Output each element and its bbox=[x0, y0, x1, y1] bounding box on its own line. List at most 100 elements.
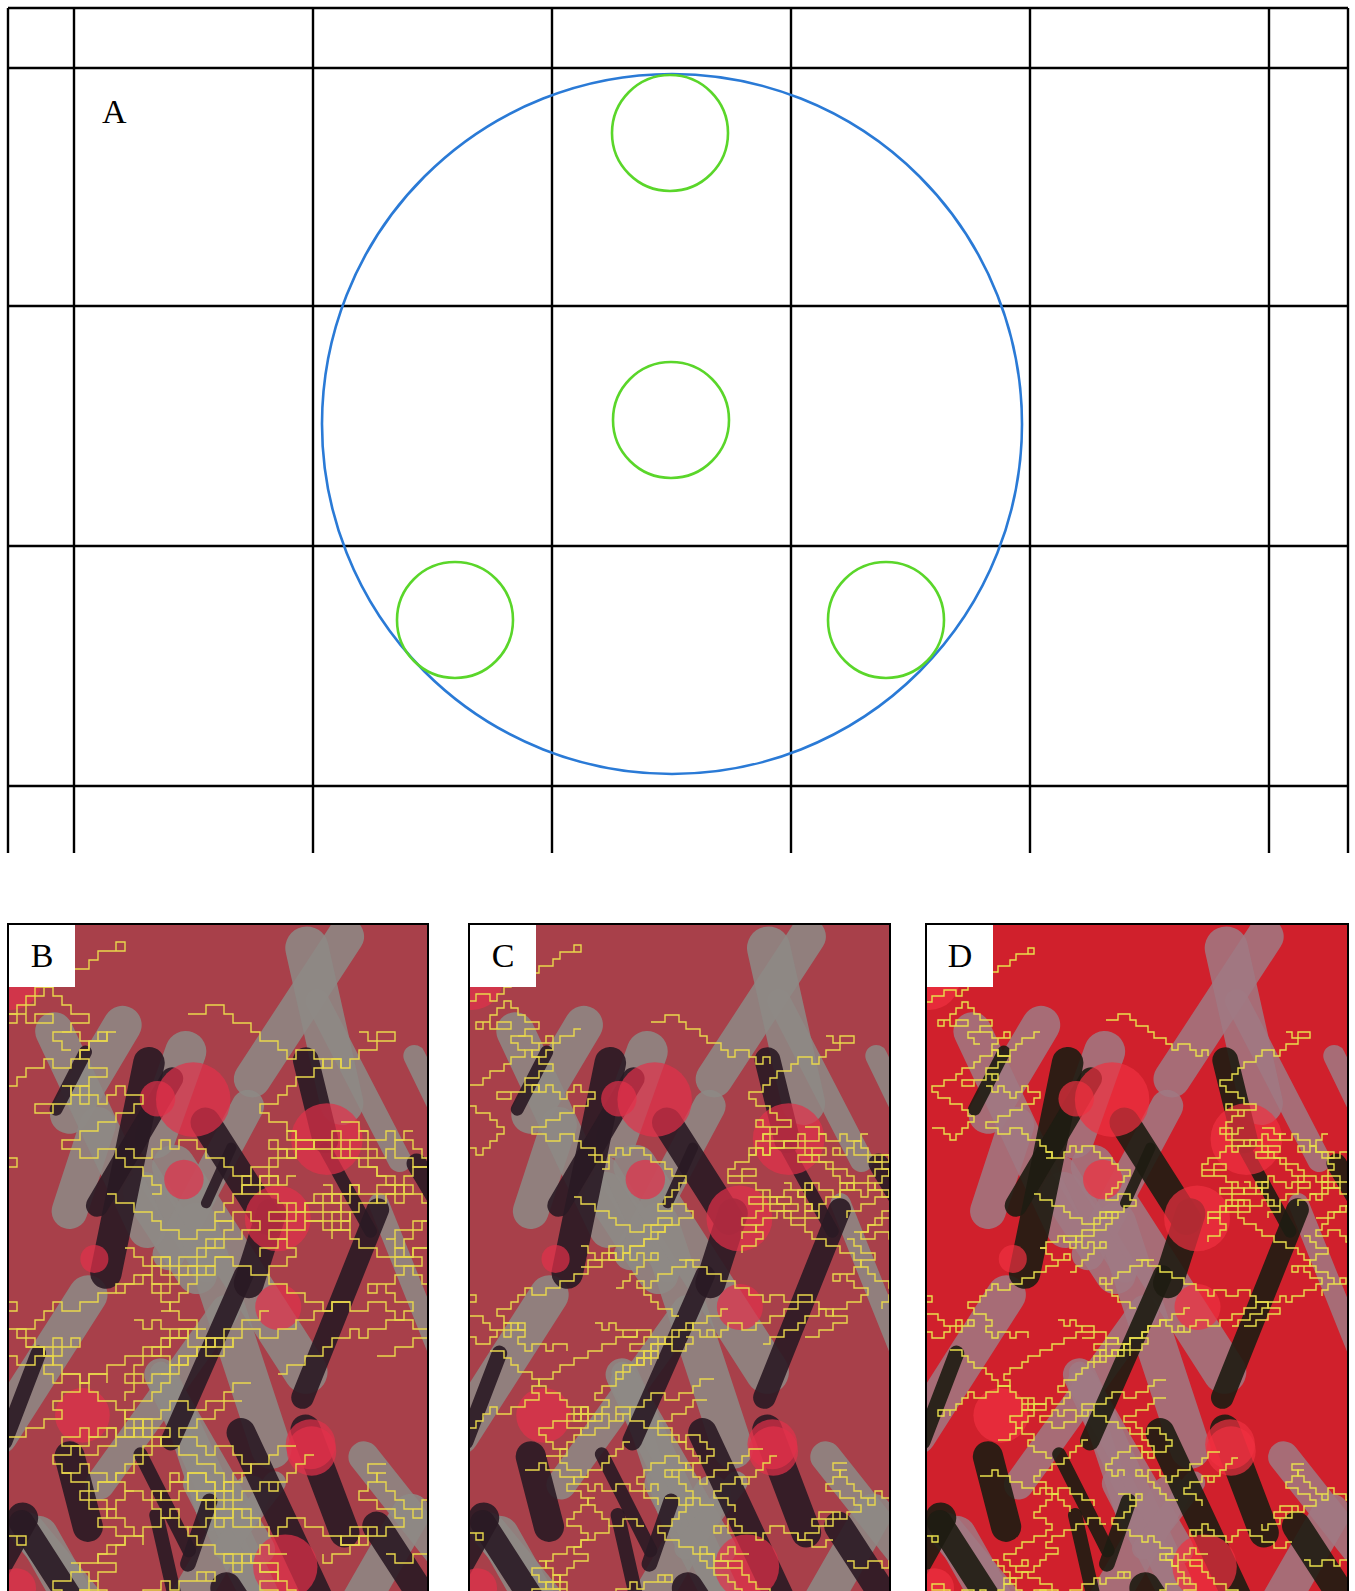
plot-circle bbox=[322, 74, 1022, 774]
segment-boundary bbox=[1304, 1560, 1348, 1591]
image-ground bbox=[469, 924, 890, 1591]
segment-boundary bbox=[260, 1032, 395, 1185]
segment-boundary bbox=[215, 1509, 368, 1545]
segment-boundary bbox=[386, 1167, 428, 1293]
segment-boundary bbox=[968, 1248, 1070, 1338]
image-shadow bbox=[838, 1526, 890, 1591]
image-shadow bbox=[1222, 1210, 1297, 1398]
image-shadow bbox=[171, 1275, 244, 1441]
image-patch bbox=[379, 1203, 428, 1358]
image-patch bbox=[287, 1426, 336, 1475]
segment-boundary bbox=[17, 1248, 170, 1383]
image-patch bbox=[1083, 1160, 1122, 1199]
segment-boundary bbox=[532, 1085, 609, 1169]
segment-boundary bbox=[1208, 1182, 1268, 1242]
segment-boundary bbox=[332, 1185, 395, 1239]
segment-boundary bbox=[950, 1350, 1046, 1440]
segment-boundary bbox=[233, 1455, 314, 1527]
segment-boundary bbox=[938, 1002, 992, 1044]
segment-boundary bbox=[1118, 1302, 1268, 1356]
image-patch bbox=[715, 1534, 779, 1591]
segment-boundary bbox=[1292, 1464, 1348, 1512]
segment-boundary bbox=[1040, 1572, 1142, 1591]
image-shadow bbox=[22, 1522, 136, 1591]
segment-boundary bbox=[986, 1086, 1052, 1158]
segment-boundary bbox=[469, 1029, 581, 1155]
segment-boundary bbox=[525, 1463, 658, 1505]
segment-boundary bbox=[1034, 1194, 1118, 1272]
segment-boundary bbox=[469, 1519, 644, 1591]
image-shadow bbox=[1337, 1164, 1348, 1228]
segment-boundary bbox=[1106, 1014, 1208, 1056]
segment-boundary bbox=[742, 1183, 812, 1253]
image-shadow bbox=[764, 1210, 839, 1398]
segment-boundary bbox=[932, 1518, 1106, 1591]
segment-boundary bbox=[215, 1257, 428, 1356]
segment-boundary bbox=[637, 1400, 714, 1491]
image-patch bbox=[8, 1568, 36, 1591]
segment-boundary bbox=[469, 1533, 483, 1591]
segment-boundary bbox=[1004, 1494, 1058, 1591]
image-patch bbox=[1206, 1426, 1255, 1475]
image-patch bbox=[876, 1056, 890, 1277]
segment-boundary bbox=[980, 1470, 1094, 1506]
segment-boundary bbox=[125, 1302, 350, 1383]
segment-boundary bbox=[1100, 1260, 1154, 1308]
segment-boundary bbox=[749, 1036, 854, 1155]
segment-boundary bbox=[770, 1197, 890, 1309]
segment-boundary bbox=[1040, 1146, 1136, 1248]
segment-boundary bbox=[497, 1246, 616, 1351]
segment-boundary bbox=[763, 1239, 875, 1344]
sampling-grid bbox=[8, 8, 1348, 853]
image-patch bbox=[999, 1245, 1027, 1273]
segment-boundary bbox=[1136, 1260, 1280, 1326]
segment-boundary bbox=[71, 1563, 170, 1591]
image-ground bbox=[926, 924, 1348, 1591]
segment-boundary bbox=[962, 1032, 1010, 1086]
image-patch bbox=[291, 1103, 363, 1175]
image-patch bbox=[1075, 1062, 1150, 1137]
segment-boundary bbox=[386, 1554, 428, 1591]
image-panel bbox=[8, 924, 428, 1591]
image-patch bbox=[469, 1568, 497, 1591]
segment-boundary bbox=[1190, 1524, 1292, 1548]
segment-boundary bbox=[269, 1185, 359, 1275]
segment-boundary bbox=[62, 1464, 233, 1518]
image-shadow bbox=[140, 1454, 189, 1550]
segment-boundary bbox=[188, 1005, 341, 1068]
segment-boundary bbox=[1184, 1458, 1238, 1506]
segment-boundary bbox=[188, 1491, 314, 1591]
image-patch bbox=[164, 1160, 203, 1199]
image-patch bbox=[80, 1245, 108, 1273]
label-box: B bbox=[9, 925, 75, 987]
segment-boundary bbox=[62, 1383, 251, 1500]
segment-boundary bbox=[616, 1309, 728, 1379]
segment-boundary bbox=[8, 1032, 116, 1194]
image-patch bbox=[1172, 1534, 1236, 1591]
image-shadow bbox=[940, 1522, 1054, 1591]
segment-boundary bbox=[567, 1379, 714, 1470]
segment-boundary bbox=[323, 1473, 404, 1563]
segment-boundary bbox=[763, 1134, 890, 1246]
segment-boundary bbox=[1268, 1182, 1310, 1218]
segment-boundary bbox=[476, 1001, 539, 1050]
segment-boundary bbox=[938, 1320, 1094, 1416]
subplot-circles bbox=[397, 75, 944, 678]
image-shadow bbox=[517, 1052, 546, 1109]
segment-boundary bbox=[539, 1561, 616, 1591]
image-patch bbox=[255, 1284, 301, 1330]
segment-boundary bbox=[53, 1491, 134, 1591]
segment-boundary bbox=[714, 1456, 777, 1512]
image-shadow bbox=[926, 1353, 956, 1441]
segment-boundary bbox=[469, 1323, 637, 1435]
image-panel bbox=[926, 924, 1348, 1591]
image-shadow bbox=[988, 1456, 1006, 1526]
segment-boundary bbox=[1010, 1332, 1118, 1458]
segment-boundary bbox=[679, 1260, 847, 1337]
segment-boundary bbox=[637, 1260, 700, 1316]
image-patch bbox=[55, 1388, 110, 1443]
segment-boundary bbox=[8, 1536, 26, 1591]
segment-boundary bbox=[581, 1148, 693, 1267]
image-shadow bbox=[303, 1210, 378, 1398]
